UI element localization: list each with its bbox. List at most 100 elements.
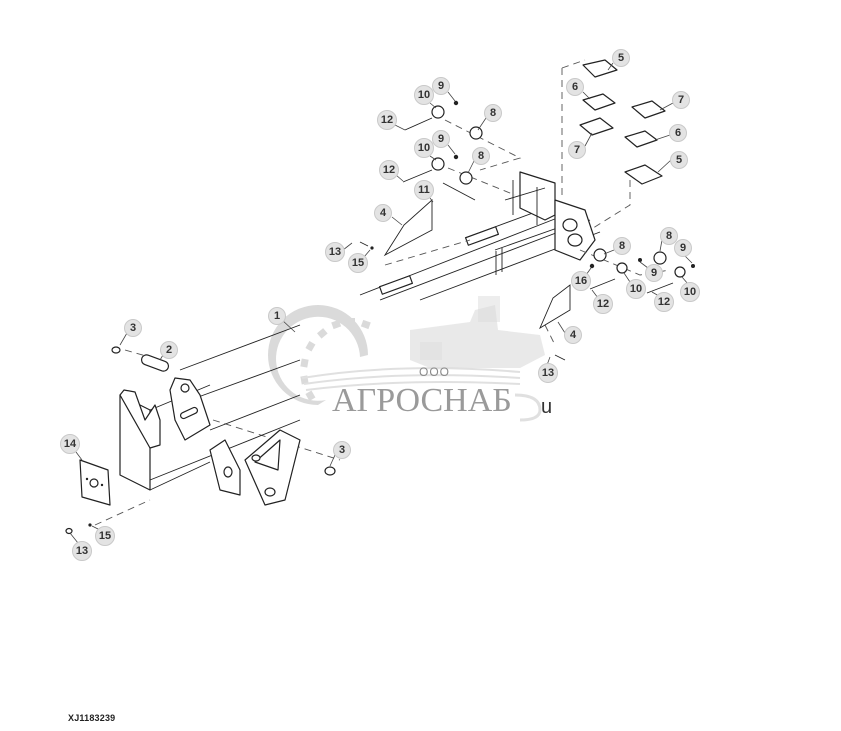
callout-number: 14 xyxy=(64,438,77,450)
frame-upper-section xyxy=(359,171,601,301)
roller-assembly-upper xyxy=(359,100,483,257)
roller-assembly-right xyxy=(539,248,695,361)
callout-bubble xyxy=(571,271,591,291)
callout-bubble xyxy=(626,279,646,299)
callout-bubble xyxy=(379,160,399,180)
callout-number: 4 xyxy=(380,207,387,219)
callout-number: 7 xyxy=(678,94,684,106)
callout-7: 7 xyxy=(672,91,690,109)
callout-number: 13 xyxy=(329,246,341,258)
callout-5: 5 xyxy=(670,151,688,169)
frame-lower-section xyxy=(65,324,336,535)
callout-bubble xyxy=(333,441,351,459)
callout-bubble xyxy=(414,180,434,200)
figure-id-label: XJ1183239 xyxy=(68,713,116,723)
callout-bubble xyxy=(564,326,582,344)
callout-number: 9 xyxy=(438,133,444,145)
callout-bubble xyxy=(60,434,80,454)
callout-bubble xyxy=(124,319,142,337)
callout-bubble xyxy=(538,363,558,383)
callout-bubble xyxy=(484,104,502,122)
callout-number: 5 xyxy=(676,154,682,166)
callout-bubble xyxy=(72,541,92,561)
callout-12: 12 xyxy=(379,160,399,180)
callout-bubble xyxy=(432,130,450,148)
callout-number: 10 xyxy=(684,286,696,298)
callout-number: 2 xyxy=(166,344,172,356)
callout-bubble xyxy=(660,227,678,245)
callout-7: 7 xyxy=(568,141,586,159)
callout-number: 13 xyxy=(76,545,88,557)
callout-number: 6 xyxy=(675,127,681,139)
callout-bubble xyxy=(613,237,631,255)
callout-bubble xyxy=(374,204,392,222)
callout-number: 8 xyxy=(478,150,484,162)
callout-8: 8 xyxy=(613,237,631,255)
callout-bubble xyxy=(432,77,450,95)
callout-bubble xyxy=(674,239,692,257)
callout-number: 9 xyxy=(680,242,686,254)
callout-number: 10 xyxy=(418,89,430,101)
watermark-suffix: u xyxy=(541,396,553,418)
callout-number: 12 xyxy=(383,164,395,176)
watermark-logo xyxy=(268,296,545,422)
callout-bubble xyxy=(566,78,584,96)
callout-bubble xyxy=(160,341,178,359)
mounting-rail xyxy=(378,226,500,295)
callout-bubble xyxy=(568,141,586,159)
callout-1: 1 xyxy=(268,307,286,325)
callout-number: 3 xyxy=(130,322,136,334)
callout-9: 9 xyxy=(645,264,663,282)
callout-number: 5 xyxy=(618,52,624,64)
watermark-company-prefix: ООО xyxy=(419,365,451,379)
callout-8: 8 xyxy=(660,227,678,245)
callout-5: 5 xyxy=(612,49,630,67)
callout-number: 9 xyxy=(651,267,657,279)
callout-bubble xyxy=(414,138,434,158)
callout-9: 9 xyxy=(432,130,450,148)
callout-bubble xyxy=(645,264,663,282)
callout-number: 10 xyxy=(418,142,430,154)
callout-bubble xyxy=(612,49,630,67)
callout-number: 12 xyxy=(658,296,670,308)
callout-9: 9 xyxy=(674,239,692,257)
callout-number: 4 xyxy=(570,329,577,341)
callout-bubble xyxy=(670,151,688,169)
callout-3: 3 xyxy=(124,319,142,337)
callout-15: 15 xyxy=(348,253,368,273)
callout-6: 6 xyxy=(669,124,687,142)
callout-number: 12 xyxy=(381,114,393,126)
callout-11: 11 xyxy=(414,180,434,200)
callout-bubble xyxy=(377,110,397,130)
callout-number: 3 xyxy=(339,444,345,456)
callout-12: 12 xyxy=(654,292,674,312)
callout-14: 14 xyxy=(60,434,80,454)
callout-bubble xyxy=(268,307,286,325)
callout-number: 8 xyxy=(619,240,625,252)
callout-15: 15 xyxy=(95,526,115,546)
callout-number: 16 xyxy=(575,275,587,287)
callout-6: 6 xyxy=(566,78,584,96)
gear-icon xyxy=(268,305,371,405)
callout-10: 10 xyxy=(414,85,434,105)
callout-3: 3 xyxy=(333,441,351,459)
callout-bubble xyxy=(414,85,434,105)
callout-13: 13 xyxy=(72,541,92,561)
callout-bubble xyxy=(680,282,700,302)
callout-number: 7 xyxy=(574,144,580,156)
callout-bubble xyxy=(472,147,490,165)
callout-bubble xyxy=(593,294,613,314)
callout-number: 1 xyxy=(274,310,280,322)
callout-10: 10 xyxy=(680,282,700,302)
callout-4: 4 xyxy=(564,326,582,344)
callout-bubble xyxy=(348,253,368,273)
callout-bubble xyxy=(669,124,687,142)
callout-13: 13 xyxy=(538,363,558,383)
callout-number: 10 xyxy=(630,283,642,295)
callout-10: 10 xyxy=(626,279,646,299)
callout-bubble xyxy=(95,526,115,546)
callout-number: 8 xyxy=(666,230,672,242)
callout-12: 12 xyxy=(377,110,397,130)
callout-number: 8 xyxy=(490,107,496,119)
